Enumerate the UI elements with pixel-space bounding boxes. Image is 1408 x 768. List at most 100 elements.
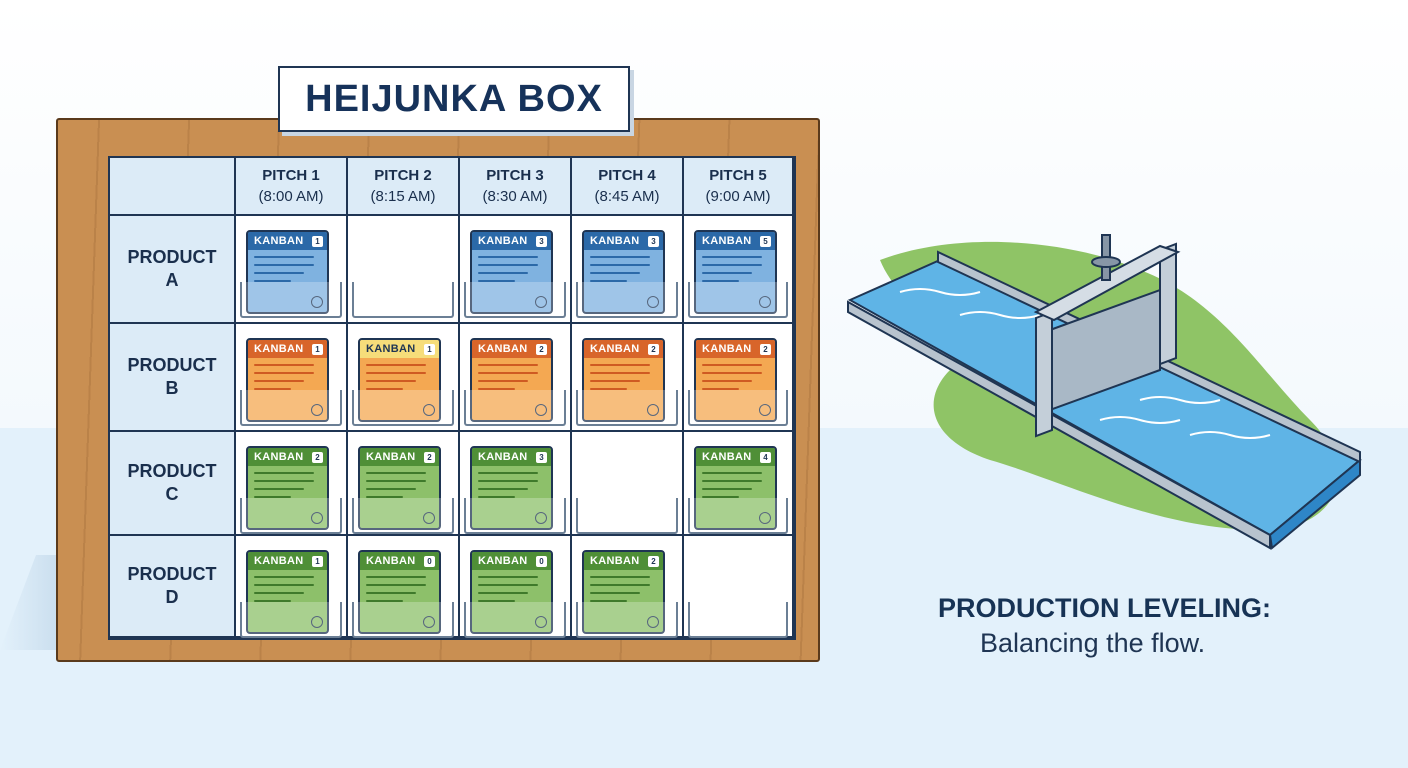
slot-a-pitch-2[interactable]: [348, 216, 460, 324]
kanban-text-line: [366, 372, 427, 374]
kanban-text-line: [590, 592, 641, 594]
pitch-time: (8:15 AM): [370, 188, 436, 205]
kanban-number: 3: [536, 235, 547, 247]
kanban-text-line: [366, 388, 403, 390]
slot-a-pitch-5[interactable]: KANBAN 5: [684, 216, 794, 324]
kanban-card[interactable]: KANBAN 5: [694, 230, 777, 314]
kanban-badge-icon: [535, 296, 547, 308]
kanban-badge-icon: [311, 296, 323, 308]
kanban-badge-icon: [311, 404, 323, 416]
water-channel-end: [1268, 457, 1361, 550]
kanban-text-line: [590, 576, 651, 578]
water-gate-illustration: [847, 234, 1362, 550]
kanban-label: KANBAN: [366, 343, 416, 355]
slot-d-pitch-5[interactable]: [684, 536, 794, 638]
water-ripple: [959, 311, 1041, 319]
kanban-text-lines: [360, 570, 439, 602]
caption-subtitle: Balancing the flow.: [980, 628, 1206, 658]
kanban-badge-icon: [311, 512, 323, 524]
kanban-text-line: [366, 592, 417, 594]
product-label-line2: B: [165, 378, 179, 398]
kanban-text-line: [590, 272, 641, 274]
water-ripple: [899, 288, 981, 296]
kanban-badge-icon: [759, 404, 771, 416]
title-sign: HEIJUNKA BOX: [278, 66, 630, 132]
kanban-text-line: [254, 584, 315, 586]
kanban-text-line: [478, 480, 539, 482]
kanban-badge-icon: [647, 404, 659, 416]
card-holder-pocket: [688, 602, 788, 638]
product-label-line2: C: [165, 484, 179, 504]
kanban-badge-icon: [535, 404, 547, 416]
kanban-text-line: [590, 388, 627, 390]
kanban-text-line: [702, 372, 763, 374]
gate-post-right: [1159, 242, 1177, 366]
kanban-text-line: [366, 488, 417, 490]
kanban-number: 0: [536, 555, 547, 567]
kanban-text-line: [590, 264, 651, 266]
gate-post-left: [1035, 310, 1053, 438]
kanban-number: 5: [760, 235, 771, 247]
kanban-label: KANBAN: [366, 555, 416, 567]
kanban-text-lines: [472, 570, 551, 602]
slot-c-pitch-4[interactable]: [572, 432, 684, 536]
kanban-text-line: [590, 380, 641, 382]
kanban-label: KANBAN: [702, 235, 752, 247]
kanban-text-line: [254, 256, 315, 258]
kanban-text-lines: [696, 358, 775, 390]
kanban-text-lines: [248, 358, 327, 390]
kanban-text-line: [254, 364, 315, 366]
kanban-text-line: [702, 380, 753, 382]
kanban-badge-icon: [311, 616, 323, 628]
kanban-text-lines: [472, 466, 551, 498]
kanban-text-line: [254, 280, 291, 282]
kanban-label: KANBAN: [254, 235, 304, 247]
kanban-text-line: [478, 256, 539, 258]
kanban-text-line: [366, 584, 427, 586]
kanban-label: KANBAN: [590, 235, 640, 247]
kanban-label: KANBAN: [702, 451, 752, 463]
kanban-text-line: [702, 496, 739, 498]
